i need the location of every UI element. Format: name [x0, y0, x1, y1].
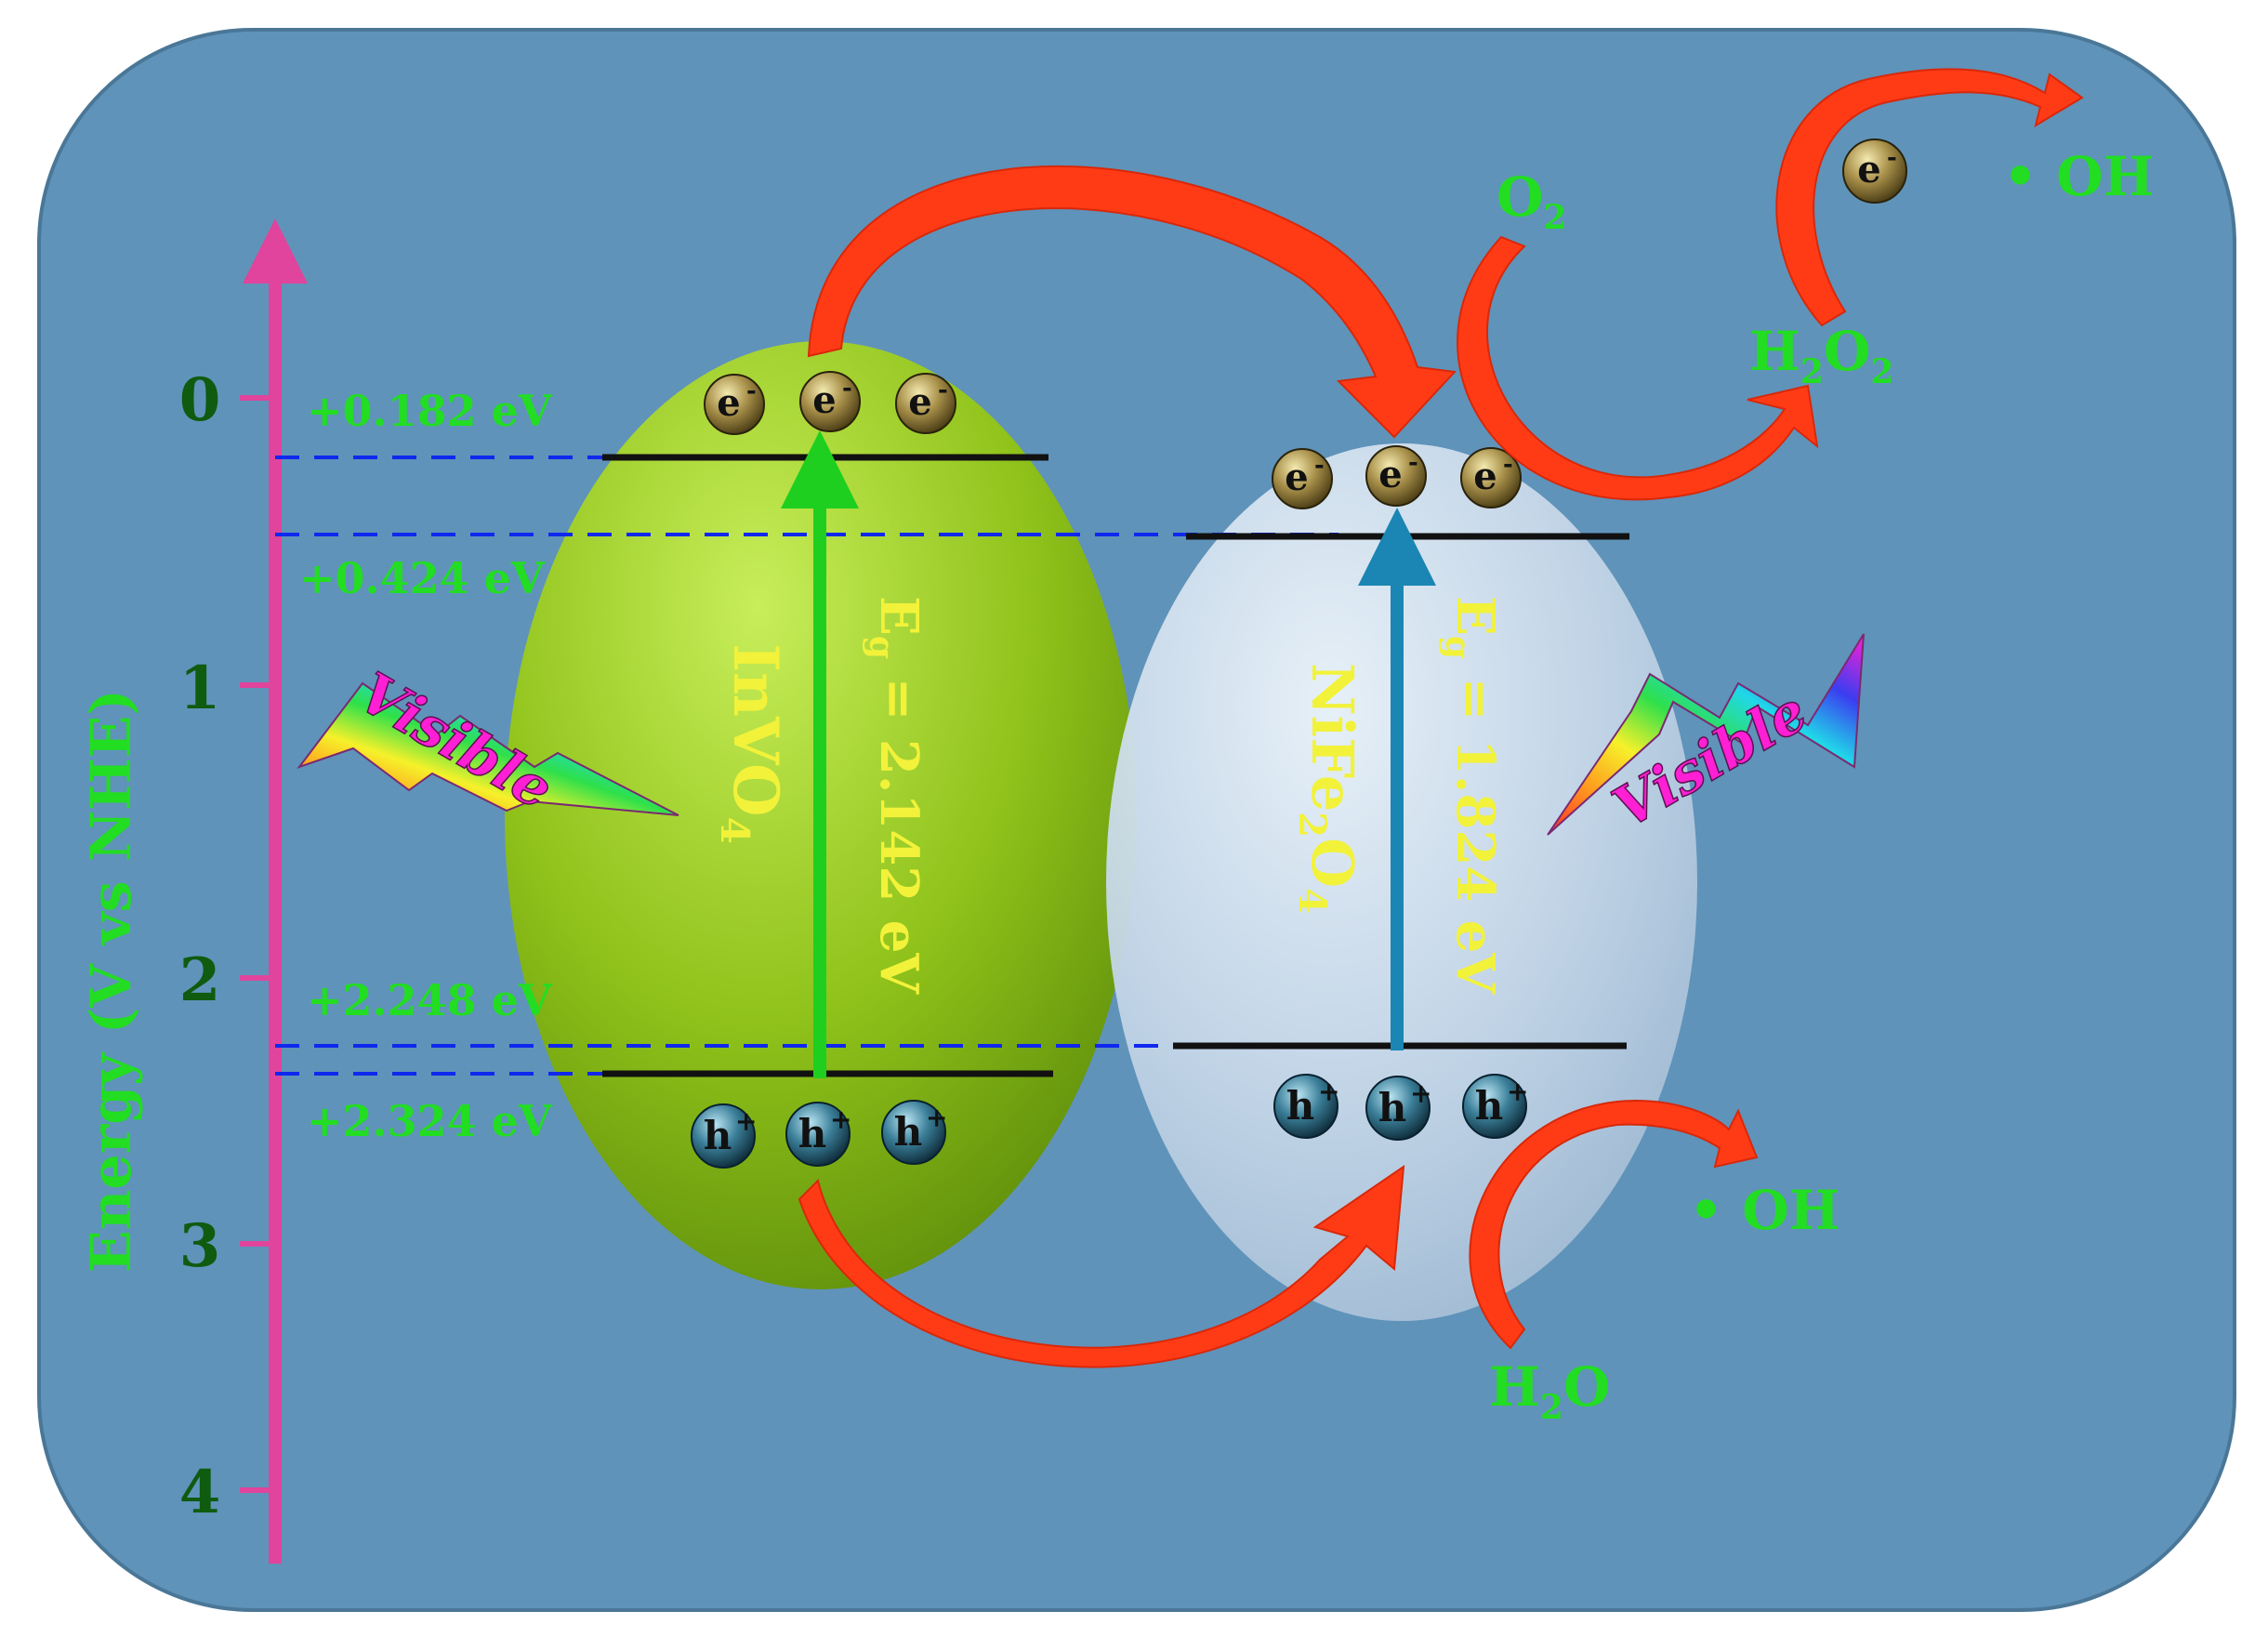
axis-tick-label: 1	[179, 654, 221, 723]
nife2o4-electrons: e- e- e-	[1272, 445, 1522, 509]
hole: h+	[1462, 1074, 1528, 1139]
invo4-holes: h+ h+ h+	[691, 1100, 947, 1169]
svg-text:+: +	[1318, 1076, 1339, 1107]
level-label: +0.182 eV	[307, 386, 553, 436]
svg-text:-: -	[1503, 451, 1513, 479]
energy-axis: 0 1 2 3 4 Energy (V vs NHE)	[79, 218, 308, 1564]
svg-text:-: -	[842, 375, 852, 403]
axis-tick-label: 3	[179, 1211, 221, 1281]
hole: h+	[881, 1100, 947, 1165]
hole: h+	[1365, 1076, 1431, 1141]
svg-text:e: e	[1378, 453, 1402, 496]
axis-tick-label: 4	[179, 1458, 221, 1527]
electron: e-	[1460, 447, 1522, 509]
electron: e-	[1365, 445, 1427, 507]
hole: h+	[1273, 1074, 1339, 1139]
axis-tick-label: 0	[179, 365, 221, 435]
electron: e-	[895, 373, 956, 434]
nife2o4-bandgap-label: Eg = 1.824 eV	[1438, 596, 1506, 995]
svg-text:e: e	[1857, 148, 1880, 192]
visible-light-bolt-left	[297, 681, 679, 816]
hydroxyl-radical-top: • OH	[2003, 145, 2155, 208]
electron: e-	[799, 371, 861, 432]
electron: e-	[704, 374, 765, 435]
free-electron: e-	[1842, 139, 1907, 204]
svg-text:h: h	[1475, 1083, 1504, 1129]
svg-text:e: e	[812, 378, 836, 422]
o2-reduction-arrow	[1457, 235, 1819, 501]
axis-tick-label: 2	[179, 945, 221, 1015]
svg-text:-: -	[1408, 449, 1418, 477]
svg-text:+: +	[735, 1106, 757, 1137]
level-label: +0.424 eV	[299, 553, 546, 603]
electron: e-	[1272, 448, 1333, 509]
svg-text:e: e	[1285, 456, 1308, 499]
hydroxyl-radical-bottom: • OH	[1689, 1179, 1840, 1242]
svg-text:e: e	[717, 381, 740, 425]
invo4-bandgap-label: Eg = 2.142 eV	[862, 596, 930, 995]
svg-text:-: -	[1887, 144, 1897, 172]
water-oxidation-arrow	[1469, 1100, 1759, 1350]
svg-text:h: h	[1378, 1085, 1407, 1130]
nife2o4-holes: h+ h+ h+	[1273, 1074, 1528, 1141]
level-label: +2.248 eV	[307, 975, 553, 1025]
svg-text:+: +	[830, 1104, 851, 1135]
invo4-electrons: e- e- e-	[704, 371, 956, 435]
visible-light-bolt-right	[1547, 633, 1865, 836]
electron-transfer-arrow	[807, 165, 1457, 439]
svg-text:+: +	[926, 1103, 947, 1133]
svg-text:e: e	[908, 380, 931, 424]
svg-text:h: h	[1286, 1083, 1315, 1129]
level-label: +2.324 eV	[307, 1096, 553, 1146]
nife2o4-label: NiFe2O4	[1290, 663, 1366, 914]
svg-text:e: e	[1473, 455, 1497, 498]
svg-text:h: h	[798, 1111, 827, 1156]
svg-text:h: h	[704, 1113, 732, 1158]
h2o2-species: H2O2	[1749, 320, 1893, 391]
hole: h+	[785, 1102, 851, 1167]
axis-label: Energy (V vs NHE)	[79, 689, 144, 1273]
o2-species: O2	[1497, 165, 1567, 237]
svg-text:-: -	[938, 376, 948, 404]
hole: h+	[691, 1103, 757, 1169]
water-species: H2O	[1489, 1355, 1610, 1427]
svg-text:+: +	[1410, 1078, 1431, 1109]
hole-transfer-arrow	[798, 1164, 1405, 1368]
svg-text:h: h	[894, 1109, 923, 1155]
svg-text:-: -	[1314, 452, 1325, 480]
peroxide-to-oh-arrow	[1775, 68, 2084, 327]
svg-text:+: +	[1507, 1076, 1528, 1107]
svg-text:-: -	[746, 377, 757, 405]
invo4-label: InVO4	[712, 643, 792, 844]
